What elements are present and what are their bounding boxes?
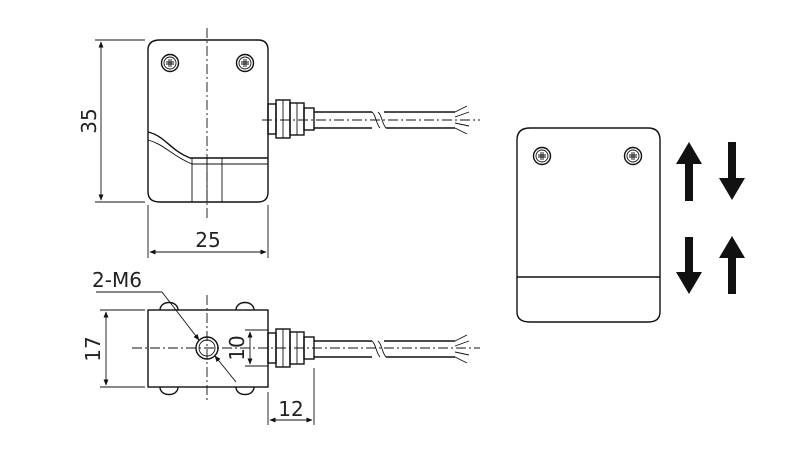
cable: [262, 105, 480, 135]
cable-gland: [267, 328, 315, 368]
front-view: 35 25: [77, 28, 480, 258]
down-up-arrows-icon: [676, 236, 745, 294]
side-view: 2-M6 17 10: [81, 268, 480, 425]
thread-label-2-m6: 2-M6: [92, 268, 142, 292]
dimension-cable-offset-12: 12: [278, 397, 303, 421]
sensing-face-curve: [147, 131, 268, 159]
screw-icon: [623, 146, 643, 166]
up-down-arrows-icon: [676, 142, 745, 201]
sensor-face-outline: [516, 127, 661, 323]
dimension-height-35: 35: [77, 108, 101, 133]
screw-icon: [532, 146, 552, 166]
dimension-height-17: 17: [81, 336, 105, 361]
cable-gland: [267, 99, 315, 139]
sensor-product-view: [516, 127, 661, 323]
dimension-width-25: 25: [195, 228, 220, 252]
screw-icon: [235, 53, 255, 73]
front-body-outline: [147, 39, 269, 203]
dimension-inner-10: 10: [225, 335, 249, 360]
cable: [314, 334, 470, 364]
screw-icon: [160, 53, 180, 73]
